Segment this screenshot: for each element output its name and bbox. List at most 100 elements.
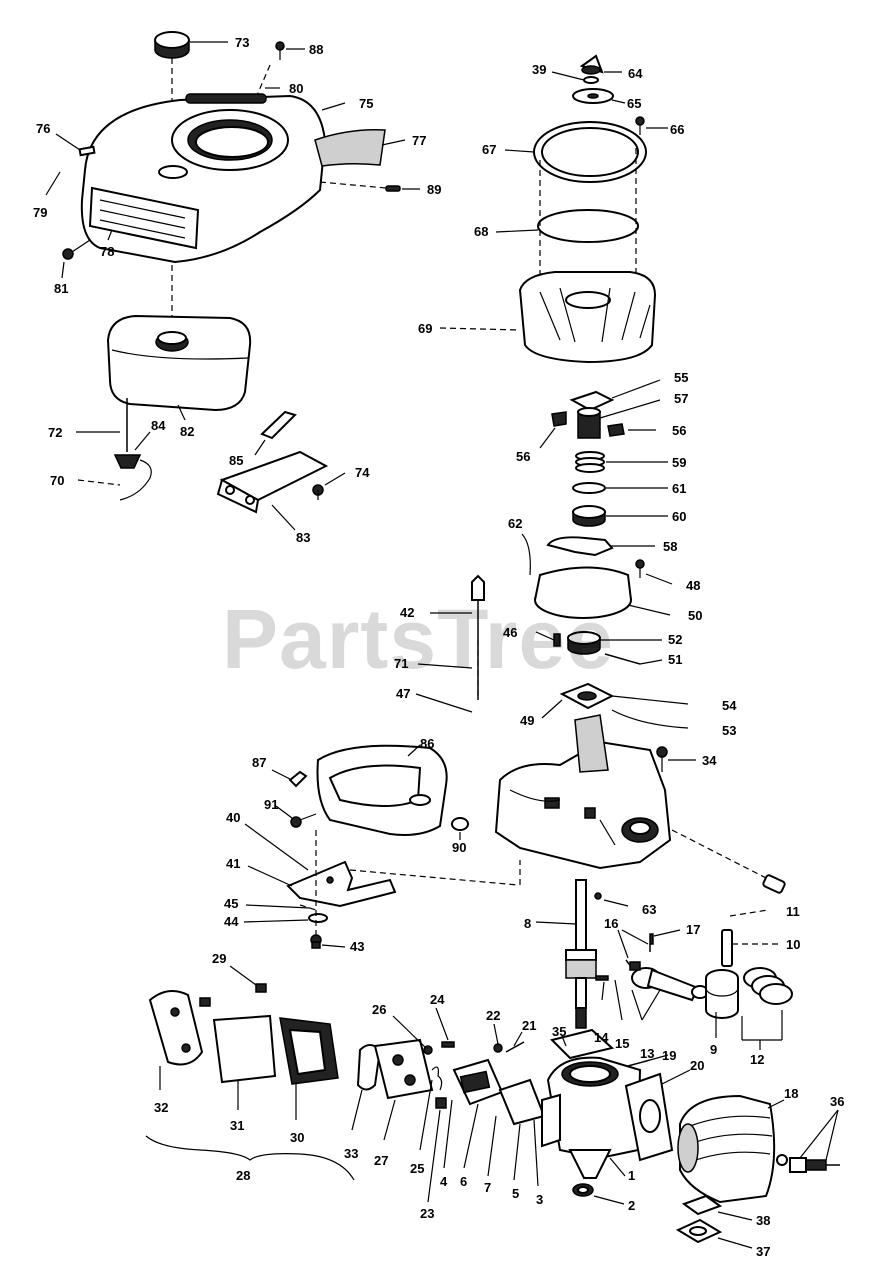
- label-37: 37: [756, 1244, 770, 1259]
- key-63[interactable]: [594, 892, 602, 900]
- muffler-18[interactable]: [677, 1094, 776, 1204]
- label-79: 79: [33, 205, 47, 220]
- screw-89[interactable]: [385, 185, 401, 192]
- magneto-plate-32[interactable]: [148, 990, 211, 1066]
- label-30: 30: [290, 1130, 304, 1145]
- plate-33[interactable]: [356, 1044, 382, 1091]
- gasket-37[interactable]: [675, 1218, 723, 1244]
- label-52: 52: [668, 632, 682, 647]
- piston-9[interactable]: [705, 969, 739, 1019]
- screw-43[interactable]: [310, 934, 322, 949]
- label-59: 59: [672, 455, 686, 470]
- label-40: 40: [226, 810, 240, 825]
- tank-bracket-83[interactable]: [216, 450, 329, 514]
- cup-60[interactable]: [572, 505, 606, 527]
- label-75: 75: [359, 96, 373, 111]
- screw-91[interactable]: [290, 813, 317, 828]
- label-81: 81: [54, 281, 68, 296]
- screen-cover-67[interactable]: [533, 121, 647, 183]
- bracket-49[interactable]: [559, 682, 615, 710]
- screw-24[interactable]: [441, 1041, 455, 1048]
- screw-23[interactable]: [435, 1097, 447, 1109]
- decal-77[interactable]: [314, 128, 386, 167]
- label-34: 34: [702, 753, 717, 768]
- crankcase-block[interactable]: [494, 714, 672, 870]
- washer-65[interactable]: [572, 88, 614, 104]
- washer-61[interactable]: [572, 482, 606, 494]
- spring-21[interactable]: [505, 1041, 525, 1053]
- clip-85[interactable]: [260, 410, 297, 440]
- rewind-starter-50[interactable]: [534, 536, 632, 619]
- label-29: 29: [212, 951, 226, 966]
- washer-39[interactable]: [583, 76, 599, 84]
- fuel-tank-82[interactable]: [106, 314, 252, 412]
- hub-57[interactable]: [577, 407, 601, 439]
- stud-19[interactable]: [627, 1059, 651, 1067]
- baffle-86[interactable]: [316, 744, 448, 836]
- label-39: 39: [532, 62, 546, 77]
- screw-34[interactable]: [656, 746, 668, 772]
- screw-81[interactable]: [62, 239, 91, 260]
- dog-56-left[interactable]: [551, 411, 567, 427]
- pin-17[interactable]: [649, 933, 654, 945]
- label-11: 11: [786, 904, 800, 919]
- label-32: 32: [154, 1100, 168, 1115]
- label-66: 66: [670, 122, 684, 137]
- screen-68[interactable]: [537, 209, 639, 243]
- washer-44[interactable]: [308, 913, 328, 923]
- wrist-pin-10[interactable]: [721, 929, 733, 967]
- spring-25[interactable]: [431, 1066, 443, 1091]
- screw-48[interactable]: [635, 559, 645, 578]
- label-9: 9: [710, 1042, 717, 1057]
- spring-59[interactable]: [575, 451, 605, 473]
- screw-88[interactable]: [275, 41, 285, 60]
- spark-plug-36[interactable]: [776, 1154, 840, 1173]
- label-10: 10: [786, 937, 800, 952]
- bracket-40[interactable]: [286, 860, 397, 908]
- label-7: 7: [484, 1180, 491, 1195]
- clip-87[interactable]: [288, 770, 308, 788]
- connecting-rod-13[interactable]: [629, 961, 709, 1002]
- cylinder-1[interactable]: [541, 1056, 642, 1179]
- flywheel-69[interactable]: [518, 271, 657, 364]
- pulley-52[interactable]: [567, 631, 601, 655]
- label-49: 49: [520, 713, 534, 728]
- screw-14[interactable]: [595, 975, 609, 981]
- retainer-55[interactable]: [569, 390, 615, 412]
- label-16: 16: [604, 916, 618, 931]
- reed-block-6[interactable]: [452, 1058, 504, 1106]
- clip-76[interactable]: [78, 145, 96, 157]
- gasket-35[interactable]: [550, 1028, 615, 1060]
- screw-66[interactable]: [635, 116, 645, 135]
- nut-64[interactable]: [579, 54, 604, 75]
- label-55: 55: [674, 370, 688, 385]
- grommet-90[interactable]: [451, 817, 469, 831]
- label-5: 5: [512, 1186, 519, 1201]
- label-60: 60: [672, 509, 686, 524]
- piston-rings-12[interactable]: [743, 967, 793, 1005]
- gasket-38[interactable]: [681, 1194, 723, 1216]
- label-3: 3: [536, 1192, 543, 1207]
- label-85: 85: [229, 453, 243, 468]
- screw-22[interactable]: [493, 1043, 503, 1053]
- crankshaft-8[interactable]: [565, 879, 597, 1029]
- label-80: [185, 93, 267, 104]
- gasket-20[interactable]: [624, 1072, 674, 1162]
- label-48: 48: [686, 578, 700, 593]
- screw-29[interactable]: [255, 983, 267, 993]
- knob-73[interactable]: [154, 31, 190, 59]
- shutoff-valve-84[interactable]: [113, 454, 152, 501]
- gasket-5[interactable]: [498, 1078, 546, 1126]
- spring-51[interactable]: [604, 653, 641, 665]
- carburetor-27[interactable]: [373, 1038, 434, 1100]
- seal-2[interactable]: [572, 1183, 594, 1197]
- dipper-15[interactable]: [614, 979, 623, 1021]
- armature-30[interactable]: [279, 1017, 339, 1085]
- watermark: PartsTree: [222, 592, 614, 686]
- label-63: 63: [642, 902, 656, 917]
- dog-56-right[interactable]: [607, 423, 625, 437]
- coil-31[interactable]: [212, 1014, 277, 1084]
- blower-housing-75[interactable]: [80, 94, 327, 264]
- label-86: 86: [420, 736, 434, 751]
